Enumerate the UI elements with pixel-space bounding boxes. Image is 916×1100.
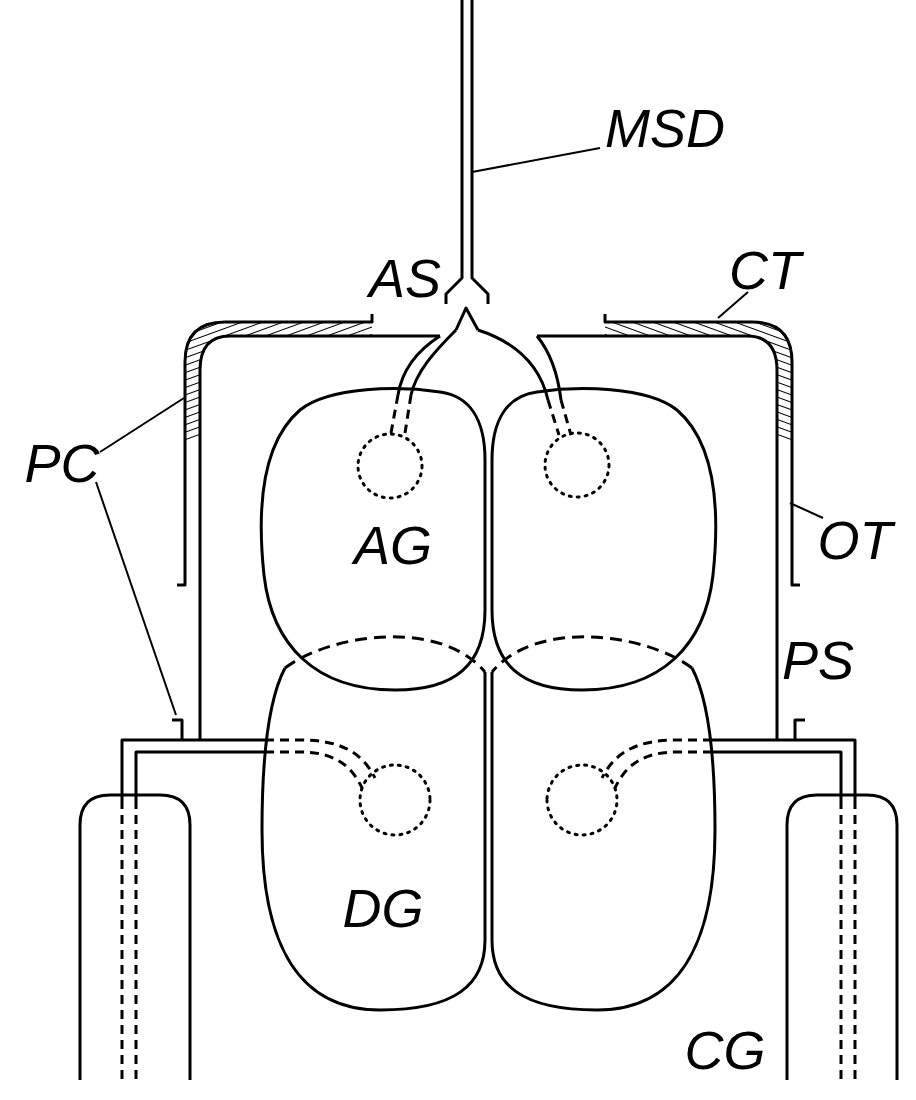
node-label: DG	[343, 881, 424, 935]
gland-duct	[136, 752, 265, 800]
gland-node: DG	[255, 620, 490, 1015]
node-label: AG	[354, 518, 432, 572]
part-label: MSD	[605, 101, 725, 155]
node-outline	[255, 620, 490, 1015]
hidden-duct	[265, 752, 362, 788]
part-label: AS	[369, 251, 441, 305]
right-glands	[492, 389, 716, 1010]
part-label: CT	[729, 243, 801, 297]
duct-wall	[446, 0, 462, 304]
duct-opening	[360, 765, 430, 835]
body-half-mirror	[537, 314, 897, 1080]
body-wall	[200, 336, 440, 740]
gland-duct	[122, 740, 265, 800]
outline-group	[262, 637, 485, 1010]
duct-wall	[478, 330, 548, 400]
hidden-duct	[391, 395, 411, 433]
duct-wall	[411, 330, 456, 395]
leader-line	[96, 482, 176, 715]
outline-group	[261, 389, 485, 690]
gland-outline	[262, 668, 485, 1010]
wall-tick	[172, 720, 182, 740]
duct-opening	[358, 434, 422, 498]
part-label: PS	[782, 633, 854, 687]
gland-outline	[492, 668, 715, 1010]
duct-wall	[398, 336, 440, 395]
gland-column	[80, 795, 190, 1080]
part-label: OT	[818, 513, 893, 567]
hidden-duct	[122, 800, 136, 1080]
gland-outline	[285, 637, 485, 672]
leader-line	[100, 398, 184, 452]
part-label: CG	[685, 1023, 766, 1077]
part-label: PC	[24, 436, 99, 490]
duct-wall	[472, 0, 488, 304]
duct-opening	[545, 433, 609, 497]
gland-outline	[261, 389, 485, 690]
body-half	[80, 314, 440, 1080]
leader-line	[472, 148, 600, 172]
hidden-duct	[265, 740, 375, 778]
hidden-duct	[548, 400, 571, 435]
gland-outline	[492, 389, 716, 690]
duct-fork	[456, 308, 478, 330]
hidden-outline	[492, 637, 692, 672]
drawing	[80, 0, 897, 1080]
